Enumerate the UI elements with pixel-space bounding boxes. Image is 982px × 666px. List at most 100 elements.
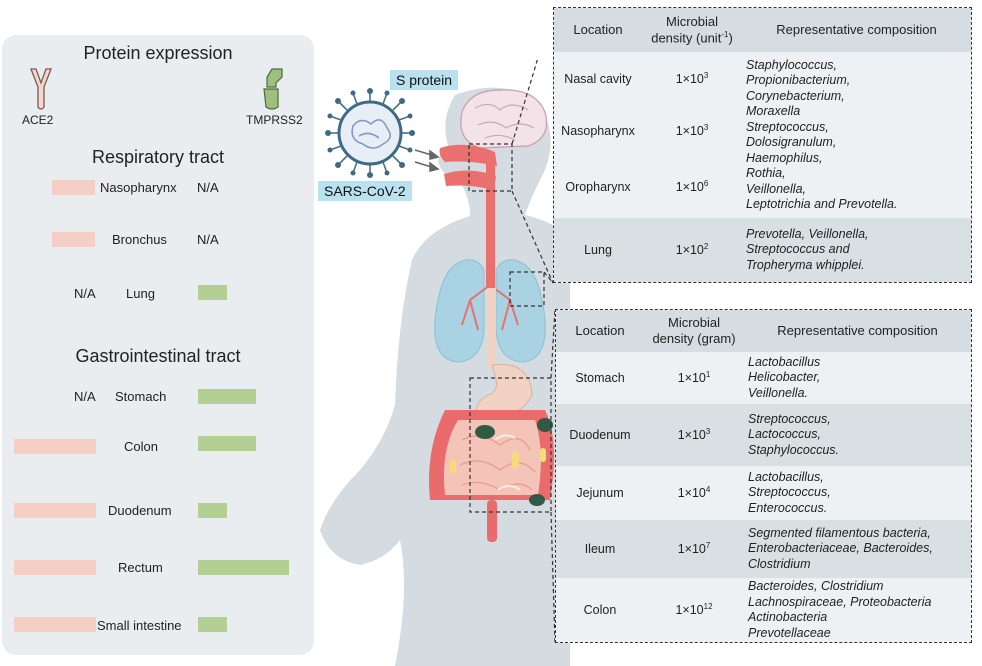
location-cell: Stomach — [556, 352, 644, 404]
density-cell: 1×1012 — [644, 578, 744, 642]
composition-line: Lactobacillus — [748, 354, 821, 369]
composition-line: Enterobacteriaceae, Bacteroides, — [748, 541, 933, 556]
body-silhouette — [320, 87, 570, 666]
location-cell: Nasopharynx — [554, 106, 642, 156]
composition-line: Clostridium — [748, 556, 811, 571]
tmprss2-bar — [198, 560, 289, 575]
composition-line: Veillonella, — [746, 181, 806, 196]
location-cell: Oropharynx — [554, 156, 642, 218]
lungs-icon — [434, 259, 546, 363]
s-protein-label: S protein — [390, 70, 459, 90]
header-location: Location — [554, 8, 642, 52]
ace2-bar — [14, 560, 96, 575]
na-label: N/A — [74, 286, 96, 301]
density-cell: 1×104 — [644, 466, 744, 520]
respiratory-microbiota-table: Location Microbial density (unit-1) Repr… — [553, 7, 972, 283]
composition-line: Haemophilus, — [746, 150, 823, 165]
composition-line: Staphylococcus. — [748, 442, 840, 457]
sars-cov-2-label: SARS-CoV-2 — [318, 181, 412, 201]
protein-expression-panel: Protein expression ACE2 TMPRSS2 Respirat… — [2, 35, 314, 655]
composition-line: Prevotellaceae — [748, 625, 831, 640]
density-cell: 1×102 — [642, 218, 742, 282]
density-base: 1×10 — [677, 428, 706, 443]
composition-line: Propionibacterium, — [746, 73, 851, 87]
density-base: 1×10 — [675, 72, 704, 87]
location-cell: Nasal cavity — [554, 52, 642, 106]
organ-label: Stomach — [115, 389, 167, 404]
intestines-icon — [429, 410, 554, 542]
density-cell: 1×103 — [642, 52, 742, 106]
composition-line: Corynebacterium, — [746, 88, 845, 103]
density-cell: 1×103 — [642, 106, 742, 156]
tmprss2-receptor-icon — [263, 68, 283, 110]
density-exponent: 7 — [705, 541, 711, 551]
airway-icon — [439, 144, 497, 288]
ace2-label: ACE2 — [22, 113, 54, 127]
density-base: 1×10 — [677, 486, 706, 501]
composition-line: Rothia, — [746, 166, 786, 180]
density-base: 1×10 — [677, 371, 706, 386]
header-location: Location — [556, 310, 644, 352]
header-density-exponent: -1 — [721, 29, 729, 39]
tmprss2-bar — [198, 503, 227, 518]
table-row: Oropharynx 1×106 — [554, 156, 971, 218]
composition-line: Streptococcus and — [746, 242, 850, 257]
density-base: 1×10 — [675, 180, 704, 195]
density-cell: 1×103 — [644, 404, 744, 466]
location-cell: Duodenum — [556, 404, 644, 466]
composition-line: Actinobacteria — [748, 610, 828, 624]
organ-label: Lung — [126, 286, 155, 301]
human-body-illustration — [320, 60, 570, 666]
composition-line: Staphylococcus, — [746, 57, 838, 72]
tmprss2-bar — [198, 389, 256, 404]
density-exponent: 6 — [703, 179, 709, 189]
gastrointestinal-microbiota-table: Location Microbial density (gram) Repres… — [555, 309, 972, 643]
composition-line: Dolosigranulum, — [746, 135, 837, 149]
composition-cell: Lactobacillus Helicobacter, Veillonella. — [744, 352, 971, 404]
composition-line: Lactobacillus, — [748, 469, 824, 484]
table-row: Colon 1×1012 Bacteroides, Clostridium La… — [556, 578, 971, 642]
composition-line: Streptococcus, — [748, 411, 831, 426]
composition-line: Bacteroides, Clostridium — [748, 579, 884, 593]
sars-cov-2-virus-icon — [325, 88, 415, 178]
composition-line: Veillonella. — [748, 385, 808, 400]
composition-line: Moraxella — [746, 104, 801, 118]
header-density: Microbial density (unit-1) — [642, 8, 742, 52]
tmprss2-label: TMPRSS2 — [246, 113, 303, 127]
ace2-bar — [14, 617, 96, 632]
density-cell: 1×107 — [644, 520, 744, 578]
density-exponent: 3 — [703, 123, 709, 133]
composition-cell: Streptococcus, Lactococcus, Staphylococc… — [744, 404, 971, 466]
location-cell: Lung — [554, 218, 642, 282]
na-label: N/A — [197, 232, 219, 247]
table-row: Jejunum 1×104 Lactobacillus, Streptococc… — [556, 466, 971, 520]
organ-label: Bronchus — [112, 232, 167, 247]
composition-line: Helicobacter, — [748, 370, 821, 385]
na-label: N/A — [197, 180, 219, 195]
na-label: N/A — [74, 389, 96, 404]
composition-line: Tropheryma whipplei. — [746, 257, 865, 272]
zoom-connectors — [468, 60, 556, 644]
density-base: 1×10 — [675, 603, 704, 618]
table-row: Stomach 1×101 Lactobacillus Helicobacter… — [556, 352, 971, 404]
composition-line: Lactococcus, — [748, 427, 821, 442]
table-row: Lung 1×102 Prevotella, Veillonella, Stre… — [554, 218, 971, 282]
location-cell: Jejunum — [556, 466, 644, 520]
ace2-bar — [52, 180, 95, 195]
density-base: 1×10 — [675, 124, 704, 139]
organ-label: Colon — [124, 439, 158, 454]
table-row: Ileum 1×107 Segmented filamentous bacter… — [556, 520, 971, 578]
density-exponent: 3 — [705, 427, 711, 437]
location-cell: Colon — [556, 578, 644, 642]
composition-line: Prevotella, Veillonella, — [746, 226, 869, 241]
header-density-text: Microbial density (unit — [651, 14, 722, 46]
tmprss2-bar — [198, 436, 256, 451]
density-exponent: 12 — [703, 602, 713, 612]
density-cell: 1×106 — [642, 156, 742, 218]
density-exponent: 4 — [705, 485, 711, 495]
organ-label: Duodenum — [108, 503, 172, 518]
composition-cell: Staphylococcus, Propionibacterium, Coryn… — [742, 52, 971, 218]
composition-cell: Prevotella, Veillonella, Streptococcus a… — [742, 218, 971, 282]
composition-cell: Segmented filamentous bacteria, Enteroba… — [744, 520, 971, 578]
ace2-receptor-icon — [30, 68, 52, 110]
